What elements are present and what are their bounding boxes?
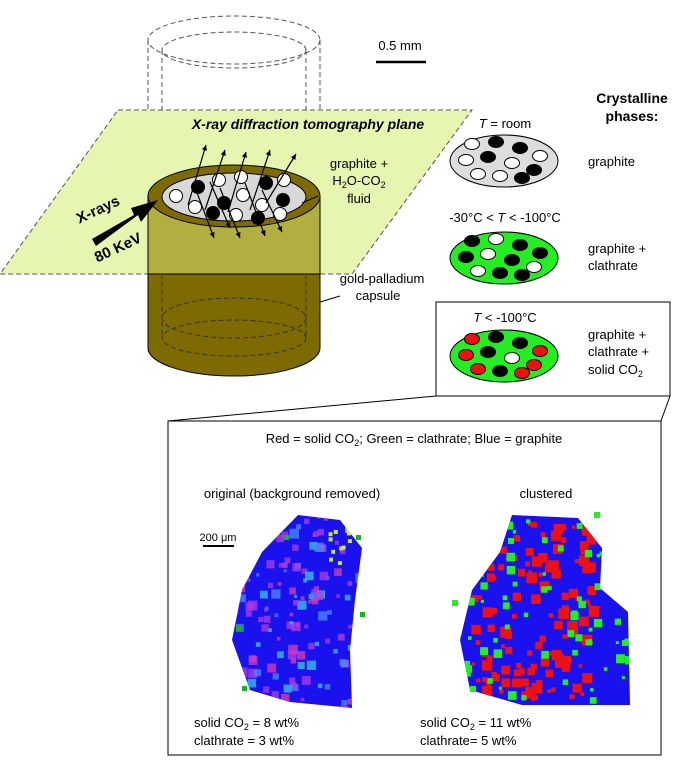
svg-text:clathrate: clathrate: [588, 258, 638, 273]
phases-header: Crystalline phases:: [596, 90, 668, 124]
callout-line-right: [660, 395, 671, 422]
svg-text:solid CO2: solid CO2: [588, 362, 643, 379]
fluid-pointer: [301, 195, 319, 204]
capsule-pointer: [319, 295, 341, 303]
micro-scale-bar: 200 μm: [200, 532, 237, 547]
svg-text:solid CO2 = 11 wt%: solid CO2 = 11 wt%: [420, 715, 532, 732]
phase-row-1-temp: -30°C < T < -100°C: [449, 210, 561, 225]
callout-line-left: [167, 395, 437, 422]
right-map-title: clustered: [520, 486, 573, 501]
left-map-stats: solid CO2 = 8 wt% clathrate = 3 wt%: [194, 715, 300, 748]
right-map-stats: solid CO2 = 11 wt% clathrate= 5 wt%: [420, 715, 532, 748]
phase-row-2-temp: T < -100°C: [473, 310, 536, 325]
svg-text:capsule: capsule: [356, 288, 401, 303]
solid-co2-callout-box: [435, 301, 671, 397]
svg-text:gold-palladium: gold-palladium: [340, 271, 425, 286]
svg-text:graphite +: graphite +: [588, 327, 646, 342]
svg-text:fluid: fluid: [347, 191, 371, 206]
diffraction-arrows: [187, 144, 297, 239]
plane-label: X-ray diffraction tomography plane: [191, 116, 425, 132]
svg-text:solid CO2 = 8 wt%: solid CO2 = 8 wt%: [194, 715, 300, 732]
results-legend: Red = solid CO2; Green = clathrate; Blue…: [266, 431, 563, 448]
svg-text:Crystalline: Crystalline: [596, 90, 668, 106]
capsule-label: gold-palladium capsule: [340, 271, 425, 303]
svg-text:clathrate +: clathrate +: [588, 344, 649, 359]
xray-arrow: [92, 200, 158, 246]
svg-text:phases:: phases:: [606, 108, 659, 124]
left-map-title: original (background removed): [204, 486, 380, 501]
phase-disk-particles: [458, 136, 548, 379]
phase-row-0-temp: T = room: [479, 116, 531, 131]
phase-names: graphite graphite + clathrate graphite +…: [588, 154, 649, 379]
fluid-label: graphite + H2O-CO2 fluid: [330, 156, 388, 206]
svg-text:graphite: graphite: [588, 154, 635, 169]
svg-text:graphite +: graphite +: [588, 241, 646, 256]
svg-text:graphite +: graphite +: [330, 156, 388, 171]
svg-text:clathrate= 5 wt%: clathrate= 5 wt%: [420, 733, 517, 748]
svg-text:200 μm: 200 μm: [200, 532, 237, 544]
scale-bar: 0.5 mm: [376, 38, 426, 64]
svg-text:0.5 mm: 0.5 mm: [378, 38, 421, 53]
svg-text:H2O-CO2: H2O-CO2: [332, 173, 385, 190]
svg-text:clathrate = 3 wt%: clathrate = 3 wt%: [194, 733, 295, 748]
